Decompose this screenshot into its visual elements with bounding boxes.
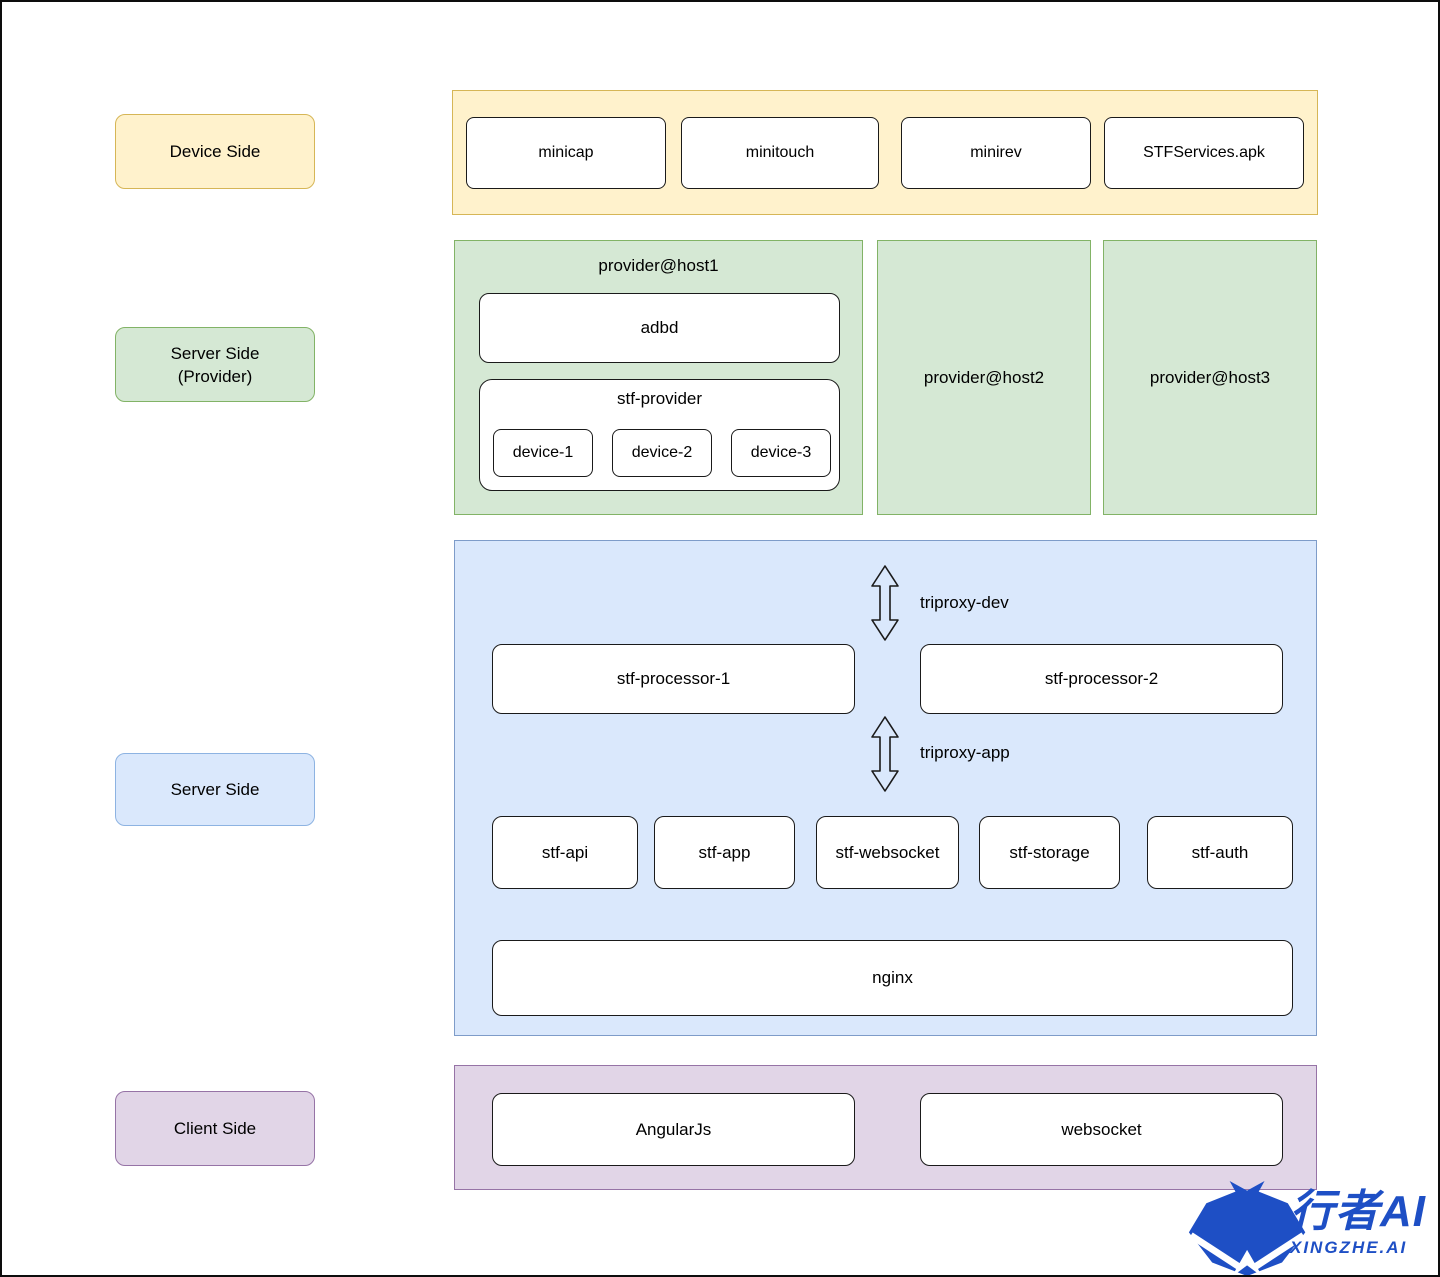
brand-name-en: XINGZHE.AI	[1290, 1238, 1408, 1257]
client-side-label: Client Side	[115, 1091, 315, 1166]
server-side-provider-label-line2: (Provider)	[177, 366, 253, 386]
server-side-label-text: Server Side	[170, 780, 260, 799]
node-websocket: websocket	[920, 1093, 1283, 1166]
node-stf-auth-label: stf-auth	[1191, 842, 1249, 862]
node-nginx-label: nginx	[872, 968, 913, 987]
node-stf-app: stf-app	[654, 816, 795, 889]
node-adbd-label: adbd	[640, 318, 679, 337]
node-device-2: device-2	[612, 429, 712, 477]
node-device-1: device-1	[493, 429, 593, 477]
provider-host1-title: provider@host1	[598, 256, 719, 275]
node-stf-app-label: stf-app	[698, 842, 751, 862]
node-stf-processor-1: stf-processor-1	[492, 644, 855, 714]
server-side-provider-label: Server Side (Provider)	[115, 327, 315, 402]
node-device-3-label: device-3	[750, 444, 812, 461]
provider-host2-container: provider@host2	[877, 240, 1091, 515]
node-angularjs: AngularJs	[492, 1093, 855, 1166]
node-device-2-label: device-2	[631, 444, 693, 461]
node-stf-processor-2: stf-processor-2	[920, 644, 1283, 714]
server-layer-container: triproxy-dev stf-processor-1 stf-process…	[454, 540, 1317, 1036]
provider-host3-container: provider@host3	[1103, 240, 1317, 515]
node-stf-processor-1-label: stf-processor-1	[616, 669, 731, 688]
node-minicap: minicap	[466, 117, 666, 189]
server-side-label: Server Side	[115, 753, 315, 826]
node-minirev: minirev	[901, 117, 1091, 189]
node-stf-storage-label: stf-storage	[1009, 842, 1090, 862]
node-stf-storage: stf-storage	[979, 816, 1120, 889]
xingzhe-hexagon-logo-icon	[1188, 1180, 1306, 1275]
node-stf-auth: stf-auth	[1147, 816, 1293, 889]
node-stf-api-label: stf-api	[541, 842, 589, 862]
node-stf-websocket-label: stf-websocket	[835, 842, 940, 862]
device-layer-container: minicap minitouch minirev STFServices.ap…	[452, 90, 1318, 215]
node-minirev-label: minirev	[970, 144, 1022, 161]
node-minitouch: minitouch	[681, 117, 879, 189]
stf-provider-title: stf-provider	[616, 389, 703, 408]
double-arrow-icon-triproxy-app	[871, 716, 899, 792]
client-layer-container: AngularJs websocket	[454, 1065, 1317, 1190]
node-minitouch-label: minitouch	[745, 144, 815, 161]
node-angularjs-label: AngularJs	[635, 1119, 712, 1139]
node-device-1-label: device-1	[512, 444, 574, 461]
triproxy-dev-label: triproxy-dev	[920, 593, 1009, 612]
node-nginx: nginx	[492, 940, 1293, 1016]
node-websocket-label: websocket	[1061, 1119, 1142, 1139]
triproxy-app-label: triproxy-app	[920, 743, 1010, 762]
provider-host2-title: provider@host2	[923, 367, 1045, 387]
node-stf-processor-2-label: stf-processor-2	[1044, 669, 1159, 688]
node-stf-provider: stf-provider device-1 device-2 device-3	[479, 379, 840, 491]
node-minicap-label: minicap	[538, 144, 594, 161]
node-stf-api: stf-api	[492, 816, 638, 889]
node-device-3: device-3	[731, 429, 831, 477]
device-side-label: Device Side	[115, 114, 315, 189]
node-stfservices-apk-label: STFServices.apk	[1143, 144, 1265, 161]
provider-host1-container: provider@host1 adbd stf-provider device-…	[454, 240, 863, 515]
double-arrow-icon-triproxy-dev	[871, 565, 899, 641]
node-stfservices-apk: STFServices.apk	[1104, 117, 1304, 189]
node-stf-websocket: stf-websocket	[816, 816, 959, 889]
xingzhe-watermark: 行者AI XINGZHE.AI	[1290, 1187, 1438, 1258]
brand-name-cn: 行者AI	[1290, 1187, 1426, 1236]
client-side-label-text: Client Side	[173, 1119, 257, 1138]
provider-host3-title: provider@host3	[1149, 367, 1271, 387]
device-side-label-text: Device Side	[169, 142, 261, 161]
server-side-provider-label-line1: Server Side	[170, 343, 260, 363]
node-adbd: adbd	[479, 293, 840, 363]
